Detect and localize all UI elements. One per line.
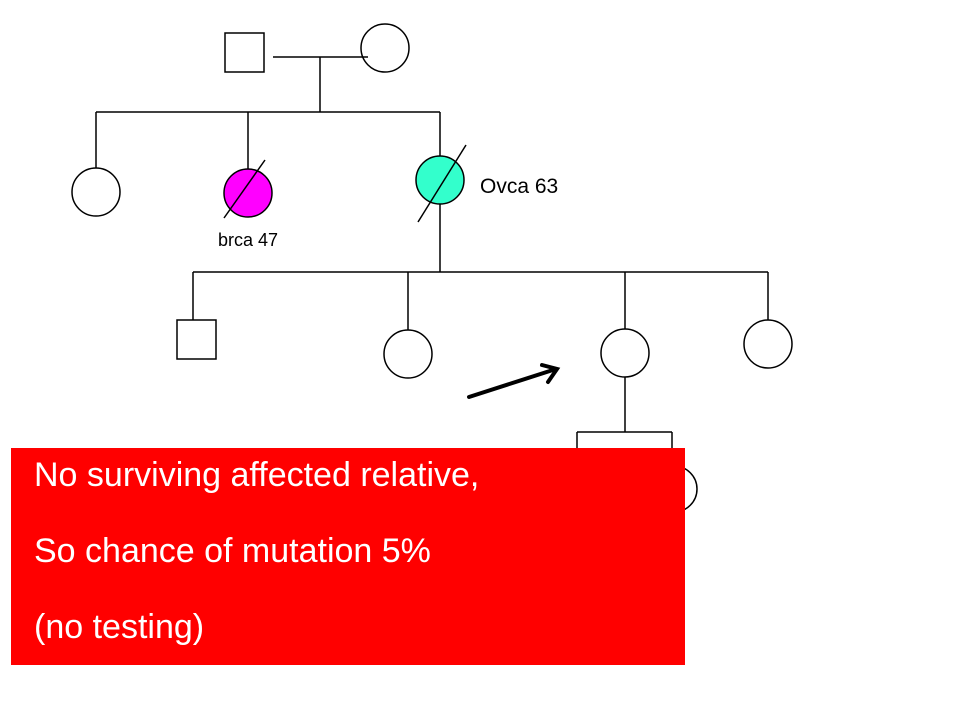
label-ovarian: Ovca 63 [480,175,558,198]
label-breast: brca 47 [218,230,278,250]
gen2-mother-ovarian-cancer [415,155,465,205]
gen1-mother [360,23,410,73]
gen1-father [224,32,265,73]
callout-line-3: (no testing) [34,608,205,646]
deceased-slash [417,144,467,223]
deceased-slash [223,159,266,219]
gen3-sister-2 [743,319,793,369]
gen2-sister-breast-cancer [223,168,273,218]
callout-line-2: So chance of mutation 5% [34,532,431,570]
callout-line-1: No surviving affected relative, [34,456,480,494]
gen3-sister [383,329,433,379]
gen2-sister-unaffected [71,167,121,217]
proband-arrow [467,363,561,399]
gen3-proband [600,328,650,378]
callout-box: No surviving affected relative, So chanc… [11,448,685,665]
gen3-brother [176,319,217,360]
